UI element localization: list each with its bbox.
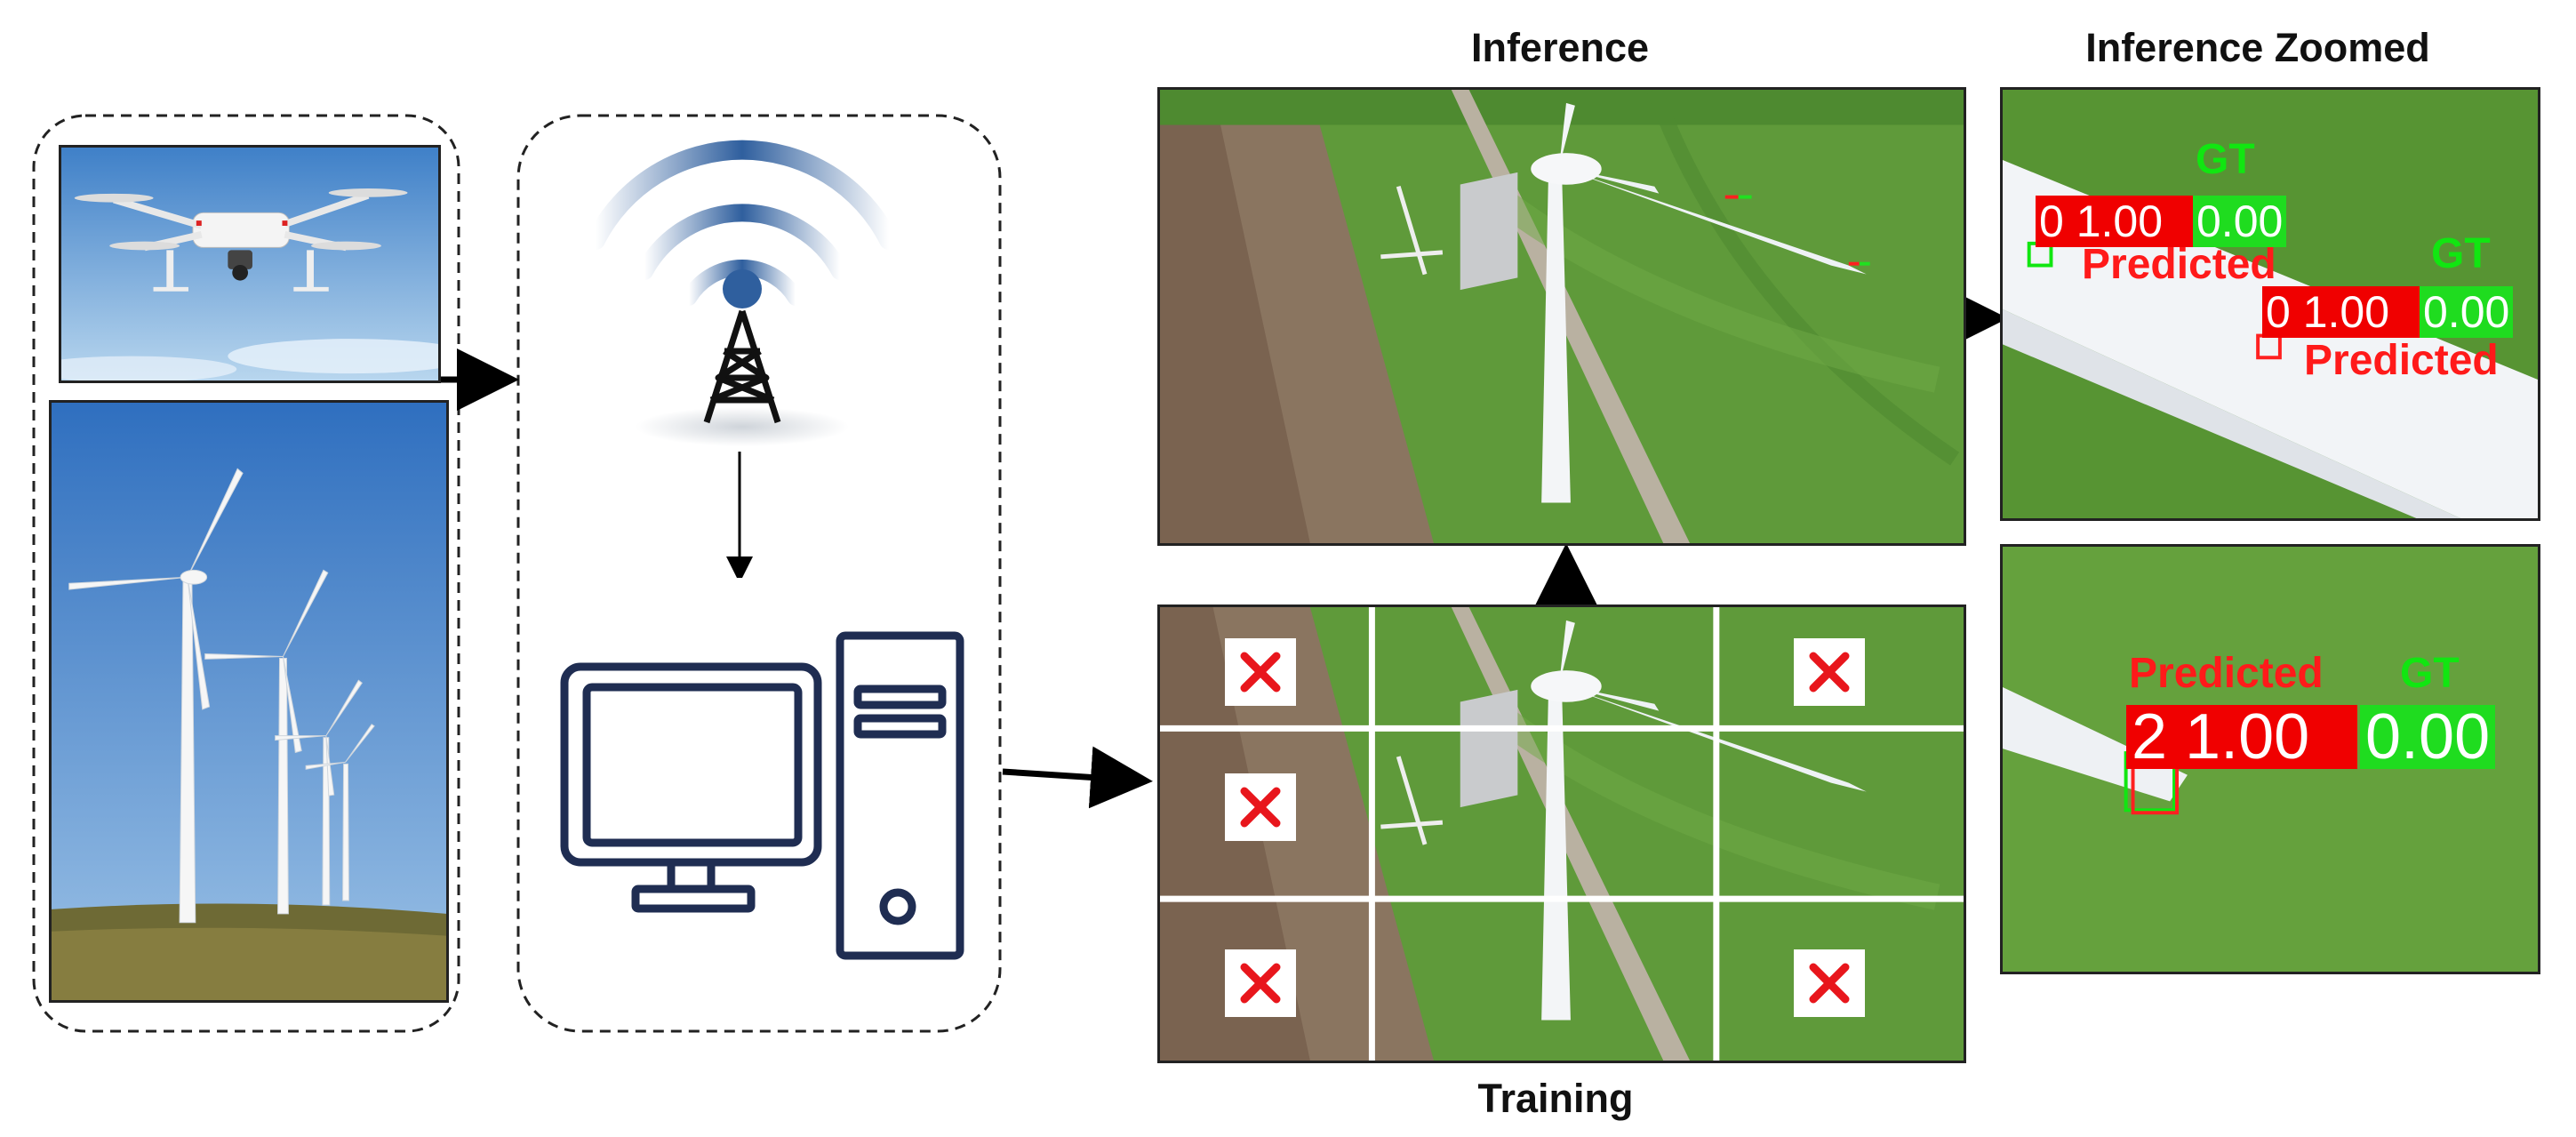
prediction-score-box: 2 1.00 — [2126, 705, 2357, 769]
red-x-icon — [1225, 638, 1296, 706]
inference-zoomed-title: Inference Zoomed — [2085, 25, 2430, 70]
gt-label: GT — [2400, 650, 2460, 697]
gt-label: GT — [2196, 136, 2255, 183]
red-x-icon — [1794, 949, 1865, 1017]
capture-group-border — [32, 114, 460, 1033]
predicted-label: Predicted — [2304, 337, 2499, 384]
prediction-score-box: 0 1.00 — [2036, 196, 2194, 247]
gt-score-box: 0.00 — [2193, 196, 2287, 247]
gt-score-box: 0.00 — [2360, 705, 2496, 769]
desktop-computer-icon — [542, 578, 987, 1005]
arrow-processing-to-training — [1002, 746, 1153, 809]
prediction-score-box: 0 1.00 — [2262, 286, 2420, 338]
gt-label: GT — [2431, 230, 2491, 277]
processing-group-border — [516, 114, 1002, 1033]
inference-image — [1157, 87, 1966, 546]
wind-turbine-icon — [68, 468, 375, 924]
predicted-label: Predicted — [2082, 241, 2276, 288]
training-title: Training — [1477, 1076, 1634, 1121]
transmission-graphic — [586, 140, 899, 446]
wireless-signal-icon — [586, 140, 899, 306]
red-x-icon — [1225, 773, 1296, 841]
red-x-icon — [1794, 638, 1865, 706]
training-grid-lines — [1160, 607, 1964, 1061]
drone-icon — [74, 188, 408, 292]
radio-tower-icon — [703, 309, 781, 424]
red-x-icon — [1225, 949, 1296, 1017]
predicted-label: Predicted — [2129, 650, 2324, 697]
wind-turbines-photo — [49, 400, 449, 1003]
inference-title: Inference — [1470, 25, 1650, 70]
drone-photo — [59, 145, 441, 383]
gt-score-box: 0.00 — [2420, 286, 2514, 338]
